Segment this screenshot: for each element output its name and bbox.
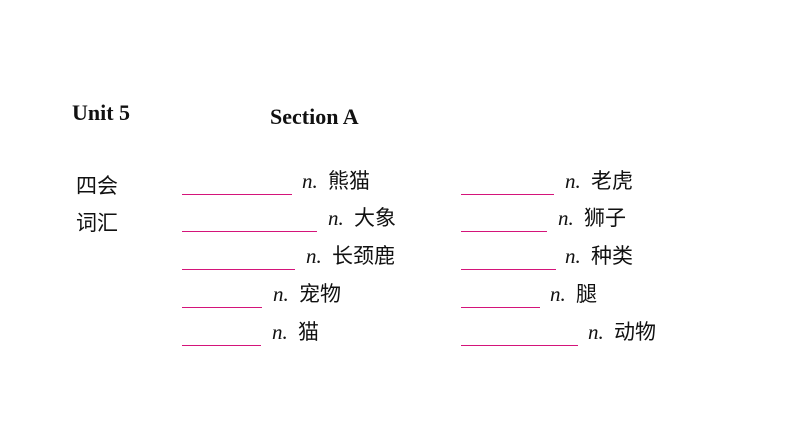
answer-blank[interactable] (182, 194, 292, 195)
answer-blank[interactable] (461, 345, 578, 346)
answer-blank[interactable] (182, 269, 295, 270)
word-meaning: 动物 (614, 320, 656, 344)
word-meaning: 猫 (298, 320, 319, 344)
answer-blank[interactable] (182, 231, 317, 232)
part-of-speech: n. (565, 244, 581, 268)
category-label-line2: 词汇 (76, 211, 118, 235)
answer-blank[interactable] (461, 307, 540, 308)
part-of-speech: n. (565, 169, 581, 193)
part-of-speech: n. (272, 320, 288, 344)
unit-title: Unit 5 (72, 100, 131, 125)
word-meaning: 熊猫 (328, 169, 370, 193)
part-of-speech: n. (558, 206, 574, 230)
part-of-speech: n. (302, 169, 318, 193)
word-meaning: 宠物 (299, 282, 341, 306)
word-meaning: 老虎 (591, 169, 633, 193)
part-of-speech: n. (306, 244, 322, 268)
answer-blank[interactable] (461, 231, 547, 232)
category-label-line1: 四会 (76, 174, 118, 198)
answer-blank[interactable] (461, 269, 556, 270)
part-of-speech: n. (273, 282, 289, 306)
answer-blank[interactable] (182, 345, 261, 346)
word-meaning: 长颈鹿 (332, 244, 395, 268)
word-meaning: 种类 (591, 244, 633, 268)
section-title: Section A (270, 104, 359, 129)
part-of-speech: n. (328, 206, 344, 230)
answer-blank[interactable] (182, 307, 262, 308)
word-meaning: 狮子 (584, 206, 626, 230)
answer-blank[interactable] (461, 194, 554, 195)
part-of-speech: n. (550, 282, 566, 306)
word-meaning: 大象 (354, 206, 396, 230)
part-of-speech: n. (588, 320, 604, 344)
word-meaning: 腿 (576, 282, 597, 306)
